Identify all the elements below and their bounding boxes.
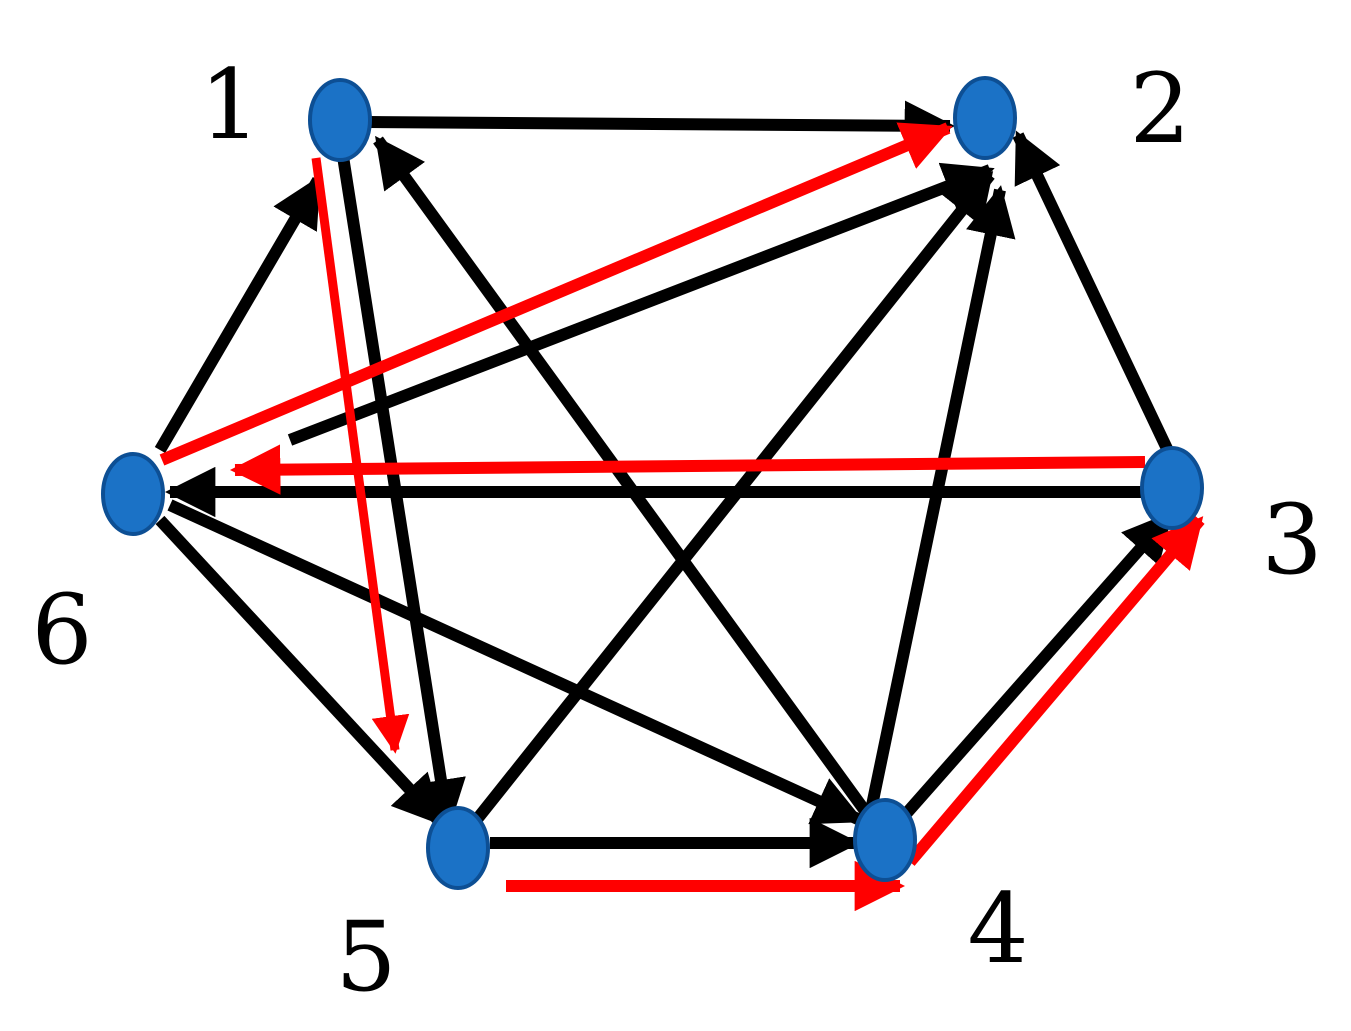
node-4 [853, 798, 917, 882]
edge-1-to-2 [369, 100, 956, 151]
node-label-5: 5 [335, 901, 396, 1013]
highlighted-edge-6-to-2 [159, 122, 953, 466]
edge-4-to-3 [900, 511, 1175, 819]
edges-layer [154, 100, 1205, 912]
node-label-1: 1 [199, 49, 260, 161]
node-3 [1140, 446, 1204, 530]
node-label-3: 3 [1261, 484, 1322, 596]
edge-3-to-2 [1012, 130, 1176, 458]
node-label-2: 2 [1129, 53, 1190, 165]
highlighted-edge-1-to-5 [311, 157, 410, 754]
labels-layer: 1 2 3 4 5 6 [31, 49, 1322, 1013]
highlighted-edge-3-to-6 [229, 444, 1146, 495]
nodes-layer [101, 76, 1204, 890]
node-label-6: 6 [31, 574, 92, 686]
edge-6-to-1 [154, 175, 324, 454]
node-label-4: 4 [967, 873, 1028, 985]
edge-4-to-2 [864, 185, 1016, 817]
node-5 [426, 806, 490, 890]
node-6 [101, 452, 165, 536]
edge-6-to-5 [155, 515, 445, 827]
node-2 [953, 76, 1017, 160]
node-1 [308, 78, 372, 162]
edge-6-to-2 [287, 162, 995, 446]
highlighted-edge-4-to-3 [905, 516, 1205, 866]
edge-6-to-4 [167, 499, 865, 826]
edge-4-to-1 [373, 135, 873, 819]
